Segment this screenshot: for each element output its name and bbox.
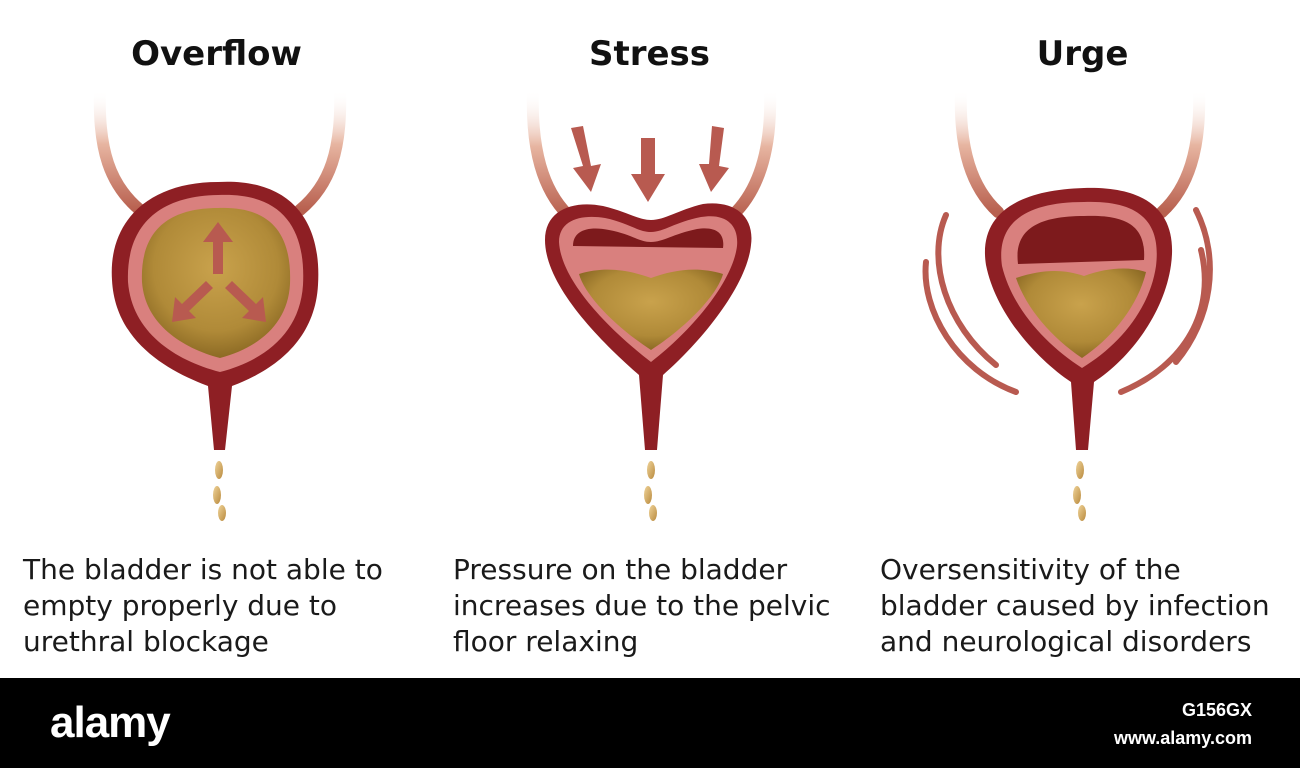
watermark-footer: alamy G156GX www.alamy.com [0,678,1300,768]
caption-line: empty properly due to [23,589,338,622]
caption-line: Pressure on the bladder [453,553,788,586]
overflow-bladder-illustration [93,84,347,521]
expansion-arrows [172,222,266,322]
caption-line: and neurological disorders [880,625,1252,658]
panel-overflow: Overflow The bladder is not able to empt… [0,0,433,678]
brand-logo: alamy [50,698,171,747]
panel-stress: Stress Pressure on the bladder increases… [433,0,866,678]
caption-line: The bladder is not able to [23,553,383,586]
pressure-arrows [571,126,729,202]
caption-line: urethral blockage [23,625,269,658]
panel-title: Stress [588,34,711,74]
site-url: www.alamy.com [1113,728,1252,748]
caption-line: increases due to the pelvic [453,589,831,622]
panel-caption: Oversensitivity of the bladder caused by… [880,552,1270,660]
caption-line: Oversensitivity of the [880,553,1181,586]
sensitivity-arcs [922,207,1213,395]
caption-line: floor relaxing [453,625,639,658]
panel-urge: Urge Oversensitivity of the bladder caus… [866,0,1299,678]
stress-bladder-illustration [526,84,777,521]
urge-bladder-illustration [922,84,1213,521]
panel-caption: The bladder is not able to empty properl… [23,552,383,660]
panel-title: Urge [1036,34,1129,74]
image-id: G156GX [1181,700,1252,720]
caption-line: bladder caused by infection [880,589,1270,622]
panel-title: Overflow [131,34,302,74]
panel-caption: Pressure on the bladder increases due to… [453,552,831,660]
